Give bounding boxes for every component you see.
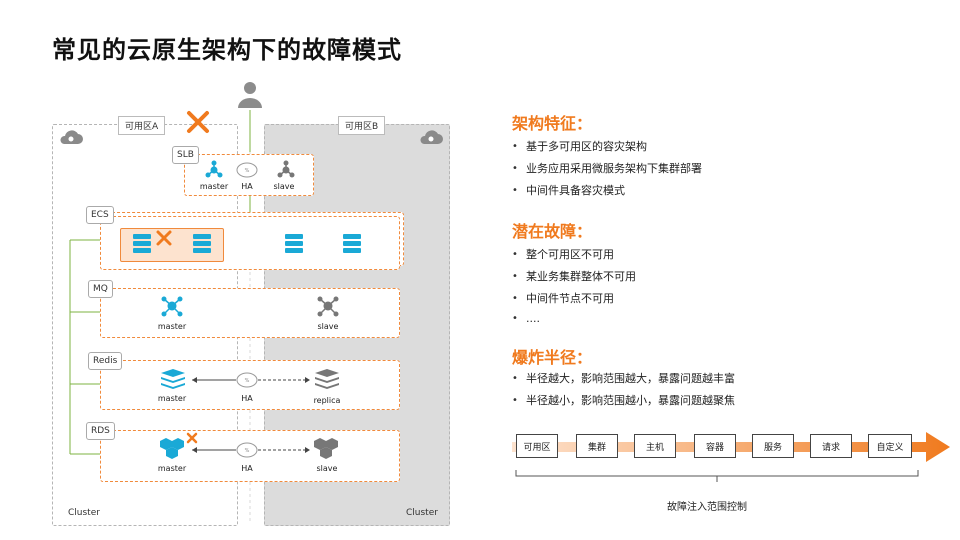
redis-master-icon <box>161 369 185 389</box>
scope-level: 主机 <box>634 434 676 458</box>
cloud-icon <box>420 130 443 144</box>
slb-slave-label: slave <box>273 182 295 191</box>
cloud-icon <box>60 130 83 144</box>
rds-box <box>100 430 400 482</box>
rds-tag: RDS <box>86 422 115 440</box>
ecs-tag: ECS <box>86 206 114 224</box>
list-item: •某业务集群整体不可用 <box>512 270 636 283</box>
zone-b-label: 可用区B <box>338 116 386 135</box>
ecs-failure-x-icon <box>156 230 172 246</box>
mq-master-label: master <box>157 322 187 331</box>
svg-text:%: % <box>245 378 250 384</box>
server-icon <box>343 234 361 253</box>
rds-failure-x-icon <box>186 432 198 444</box>
mq-slave-label: slave <box>317 322 339 331</box>
section-title-architecture: 架构特征： <box>512 114 593 133</box>
svg-text:%: % <box>245 168 250 174</box>
redis-master-label: master <box>157 394 187 403</box>
rds-slave-icon <box>314 438 338 459</box>
zone-failure-x-icon <box>187 111 209 133</box>
mq-tag: MQ <box>88 280 113 298</box>
scope-level: 集群 <box>576 434 618 458</box>
redis-replica-label: replica <box>313 396 341 405</box>
scope-level: 可用区 <box>516 434 558 458</box>
server-icon <box>133 234 151 253</box>
scope-level: 自定义 <box>868 434 912 458</box>
section-title-failures: 潜在故障： <box>512 222 593 241</box>
redis-tag: Redis <box>88 352 123 370</box>
mq-slave-icon <box>317 296 339 317</box>
slb-master-label: master <box>199 182 229 191</box>
scope-caption: 故障注入范围控制 <box>667 502 747 513</box>
list-item: •业务应用采用微服务架构下集群部署 <box>512 162 702 175</box>
server-icon <box>193 234 211 253</box>
ha-sync-icon: % <box>236 162 258 178</box>
page-title: 常见的云原生架构下的故障模式 <box>52 36 402 64</box>
mq-box <box>100 288 400 338</box>
list-item: •中间件节点不可用 <box>512 292 614 305</box>
svg-text:%: % <box>245 448 250 454</box>
rds-ha-label: HA <box>241 464 253 473</box>
redis-ha-label: HA <box>241 394 253 403</box>
scope-level: 请求 <box>810 434 852 458</box>
list-item: •基于多可用区的容灾架构 <box>512 140 647 153</box>
redis-replica-icon <box>315 369 339 389</box>
list-item: •整个可用区不可用 <box>512 248 614 261</box>
ha-sync-icon: % <box>236 442 258 458</box>
rds-slave-label: slave <box>316 464 338 473</box>
zone-b-cluster-label: Cluster <box>406 508 438 518</box>
scope-level: 服务 <box>752 434 794 458</box>
rds-master-icon <box>160 438 184 459</box>
user-icon <box>238 82 262 108</box>
ha-sync-icon: % <box>236 372 258 388</box>
list-item: •中间件具备容灾模式 <box>512 184 625 197</box>
zone-a-cluster-label: Cluster <box>68 508 100 518</box>
slb-ha-label: HA <box>241 182 253 191</box>
scope-level: 容器 <box>694 434 736 458</box>
zone-a-label: 可用区A <box>118 116 166 135</box>
list-item: •半径越大，影响范围越大，暴露问题越丰富 <box>512 372 735 385</box>
rds-master-label: master <box>157 464 187 473</box>
server-icon <box>285 234 303 253</box>
slb-tag: SLB <box>172 146 199 164</box>
slb-master-icon <box>205 160 223 178</box>
section-title-blast-radius: 爆炸半径： <box>512 348 593 367</box>
mq-master-icon <box>161 296 183 317</box>
list-item: •半径越小，影响范围越小，暴露问题越聚焦 <box>512 394 735 407</box>
list-item: •.... <box>512 312 540 325</box>
slb-slave-icon <box>277 160 295 178</box>
